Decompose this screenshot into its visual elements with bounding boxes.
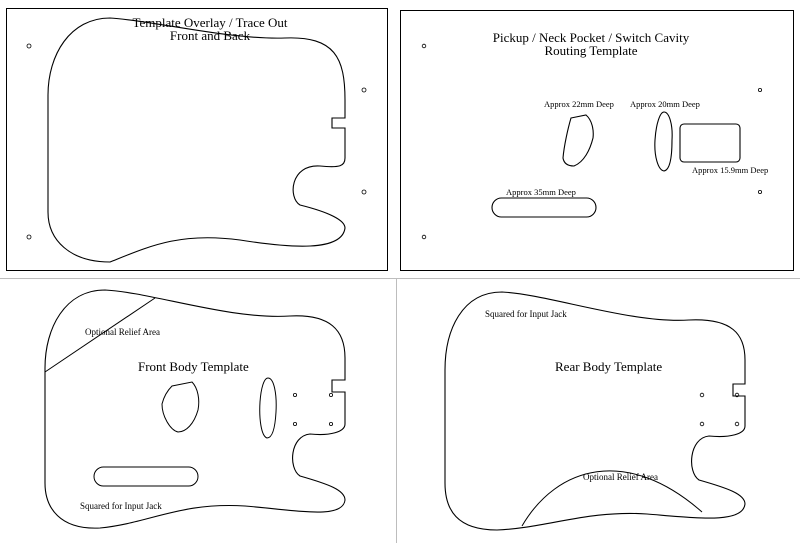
rear-screw-hole — [699, 392, 705, 398]
front-pickup-cavity — [161, 381, 200, 433]
overlay-mount-hole — [361, 87, 367, 93]
rear-jack-label: Squared for Input Jack — [485, 309, 567, 319]
rear-screw-hole — [734, 392, 740, 398]
front-body-title: Front Body Template — [138, 359, 249, 374]
front-relief-label: Optional Relief Area — [85, 327, 160, 337]
label-35mm: Approx 35mm Deep — [506, 187, 576, 197]
label-22mm: Approx 22mm Deep — [544, 99, 614, 109]
routing-frame — [400, 10, 794, 271]
rear-screw-hole — [699, 421, 705, 427]
overlay-mount-hole — [26, 234, 32, 240]
overlay-title-line1: Template Overlay / Trace Out — [132, 15, 288, 30]
horizontal-divider — [0, 278, 800, 279]
pickup-cavity-22mm — [562, 114, 594, 167]
switch-cavity-35mm — [491, 197, 597, 218]
neck-pocket-159mm — [679, 123, 741, 163]
rear-relief-label: Optional Relief Area — [583, 472, 658, 482]
label-20mm: Approx 20mm Deep — [630, 99, 700, 109]
rear-screw-hole — [734, 421, 740, 427]
vertical-divider — [396, 278, 397, 543]
front-screw-hole — [328, 421, 333, 426]
routing-title-line1: Pickup / Neck Pocket / Switch Cavity — [492, 30, 690, 45]
rear-body-panel: Squared for Input Jack Rear Body Templat… — [397, 278, 800, 543]
routing-mount-hole — [421, 234, 427, 240]
label-159mm: Approx 15.9mm Deep — [692, 165, 769, 175]
front-body-panel: Optional Relief Area Front Body Template… — [0, 278, 396, 543]
overlay-mount-hole — [361, 189, 367, 195]
routing-mount-hole — [421, 43, 427, 49]
overlay-title-line2: Front and Back — [169, 28, 251, 43]
front-switch-cavity — [93, 466, 199, 487]
rear-body-title: Rear Body Template — [555, 359, 663, 374]
front-pickup-cavity-2 — [259, 377, 277, 439]
routing-template-panel: Pickup / Neck Pocket / Switch Cavity Rou… — [396, 0, 800, 278]
front-jack-label: Squared for Input Jack — [80, 501, 162, 511]
overlay-body-outline — [26, 17, 367, 263]
routing-mount-hole — [757, 88, 762, 93]
routing-mount-hole — [757, 189, 762, 194]
overlay-mount-hole — [26, 43, 32, 49]
routing-title-line2: Routing Template — [544, 43, 638, 58]
front-screw-hole — [292, 393, 297, 398]
front-relief-line — [44, 297, 156, 373]
overlay-frame — [6, 8, 388, 271]
rear-body-outline — [444, 291, 746, 531]
front-body-outline — [44, 289, 346, 529]
front-screw-hole — [292, 421, 297, 426]
overlay-template-panel: Template Overlay / Trace Out Front and B… — [0, 0, 396, 278]
routing-cavities — [421, 43, 762, 240]
front-screw-hole — [328, 393, 333, 398]
rear-relief-curve — [521, 470, 703, 527]
pickup-cavity-20mm — [654, 111, 673, 172]
